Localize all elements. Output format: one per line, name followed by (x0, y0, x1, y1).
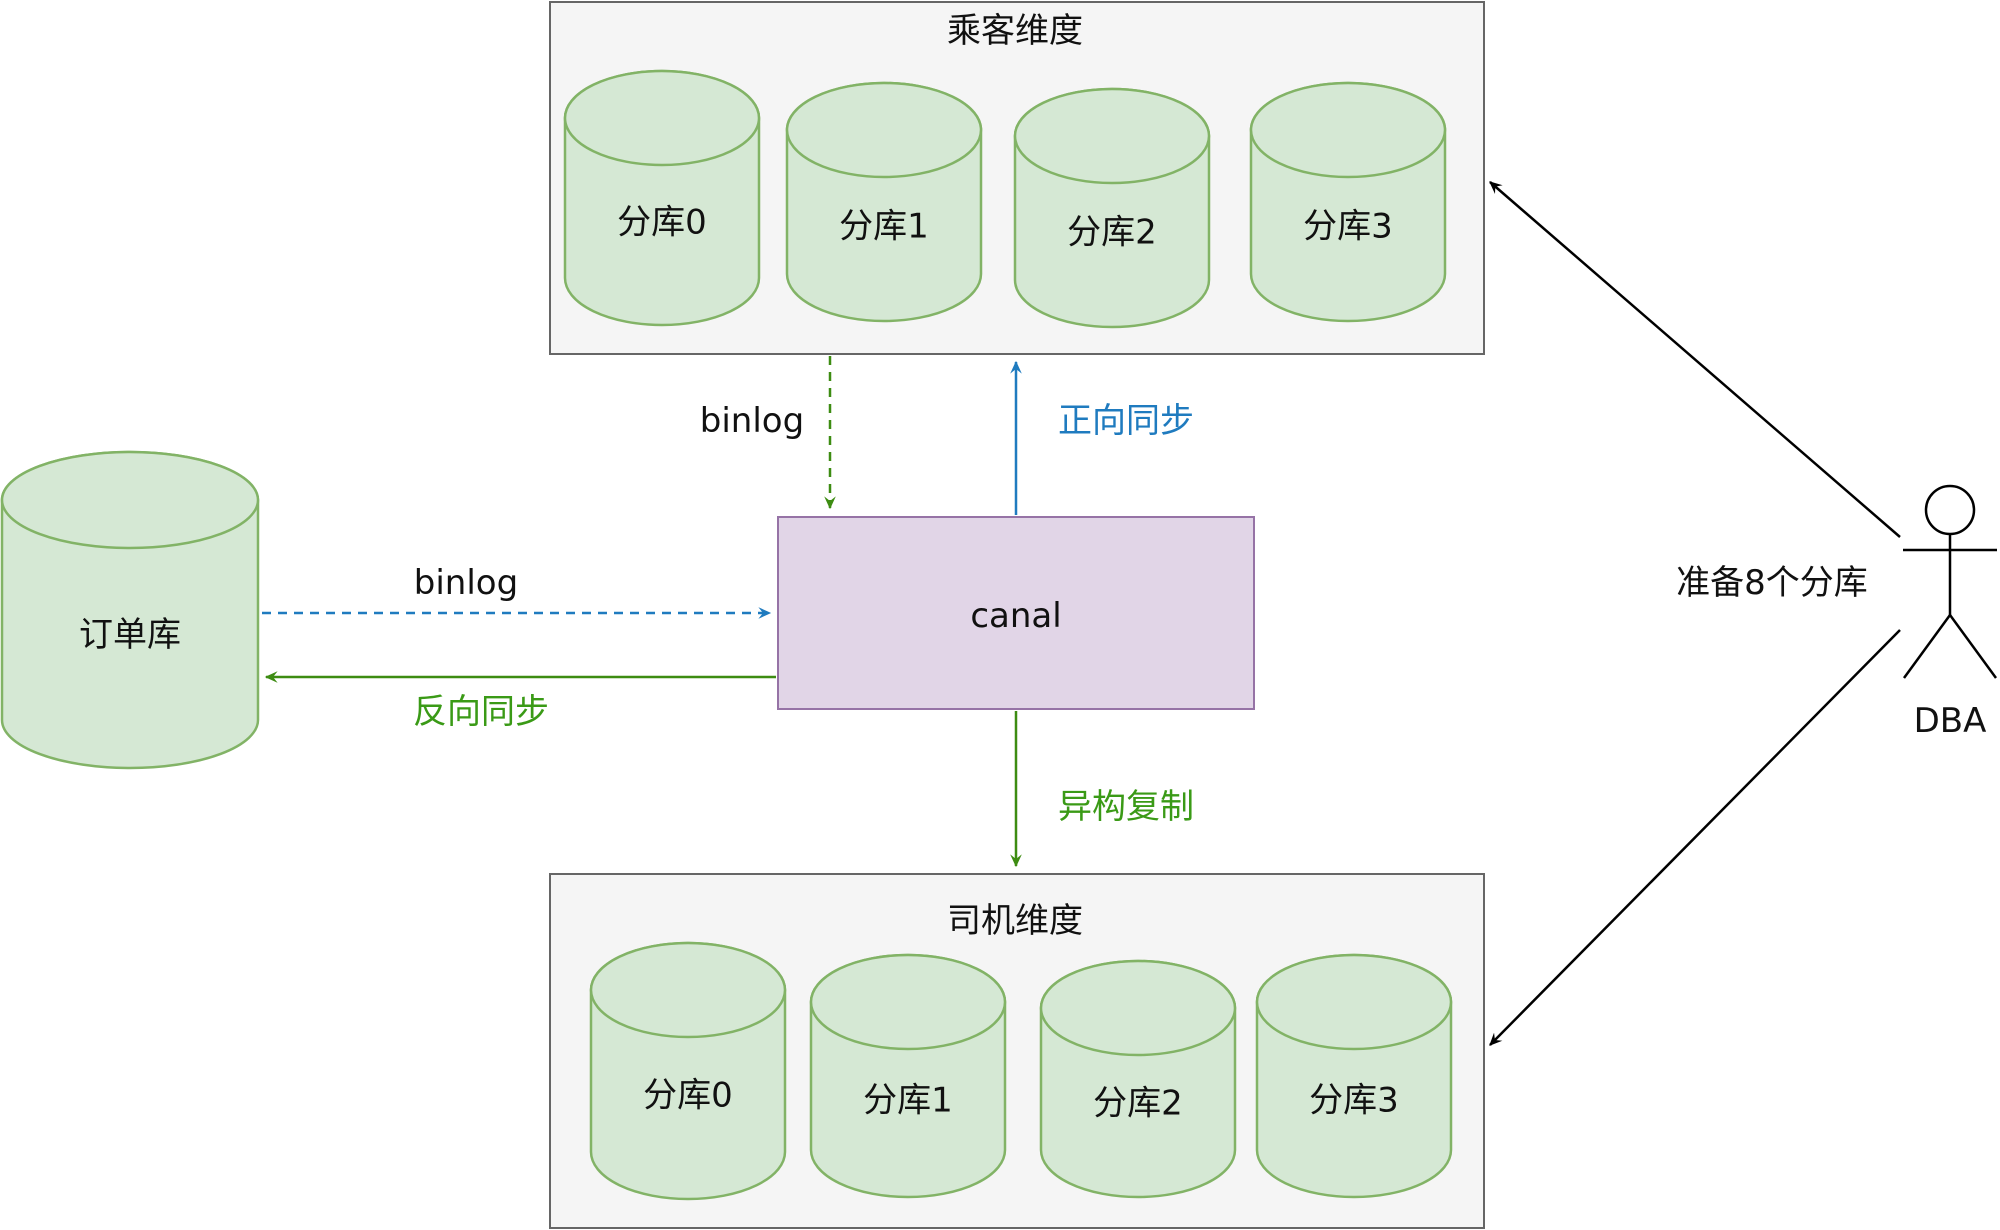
dba-to-passenger-edge (1489, 181, 1901, 538)
driver-shard-3-label: 分库3 (1309, 1080, 1399, 1120)
passenger-shard-0: 分库0 (563, 69, 761, 327)
driver-shard-2: 分库2 (1039, 959, 1237, 1199)
driver-shard-3: 分库3 (1255, 953, 1453, 1199)
passenger-dimension-title: 乘客维度 (947, 11, 1083, 51)
passenger-shard-0-label: 分库0 (617, 202, 707, 242)
order-database: 订单库 (0, 450, 260, 770)
passenger-shard-2-label: 分库2 (1067, 212, 1157, 252)
canal-node: canal (777, 516, 1255, 710)
driver-shard-1: 分库1 (809, 953, 1007, 1199)
forward-sync-label: 正向同步 (1058, 401, 1194, 441)
driver-shard-1-label: 分库1 (863, 1080, 953, 1120)
edges: binlog 正向同步 binlog 反向同步 异构复制 准备8个分库 (262, 181, 1901, 1046)
passenger-shard-2: 分库2 (1013, 87, 1211, 329)
passenger-shard-3: 分库3 (1249, 81, 1447, 323)
driver-shard-2-label: 分库2 (1093, 1083, 1183, 1123)
driver-dimension-title: 司机维度 (947, 901, 1083, 941)
canal-label: canal (970, 596, 1061, 636)
order-db-cylinder: 订单库 (0, 450, 260, 770)
driver-shard-0: 分库0 (589, 941, 787, 1201)
dba-actor: DBA (1902, 484, 1998, 741)
reverse-sync-label: 反向同步 (413, 692, 549, 732)
dba-annotation-label: 准备8个分库 (1676, 563, 1868, 603)
passenger-shard-1: 分库1 (785, 81, 983, 323)
driver-shard-0-label: 分库0 (643, 1075, 733, 1115)
passenger-shard-3-label: 分库3 (1303, 206, 1393, 246)
binlog-order-label: binlog (414, 563, 518, 603)
passenger-shard-list: 分库0 分库1 分库2 分库3 (563, 69, 1447, 329)
binlog-passenger-label: binlog (700, 401, 804, 441)
passenger-shard-1-label: 分库1 (839, 206, 929, 246)
dba-label: DBA (1914, 701, 1987, 741)
heterogeneous-copy-label: 异构复制 (1058, 787, 1194, 827)
dba-to-driver-edge (1489, 629, 1901, 1046)
person-icon (1902, 484, 1998, 679)
driver-shard-list: 分库0 分库1 分库2 分库3 (589, 941, 1453, 1201)
order-db-cylinder-label: 订单库 (79, 615, 181, 655)
